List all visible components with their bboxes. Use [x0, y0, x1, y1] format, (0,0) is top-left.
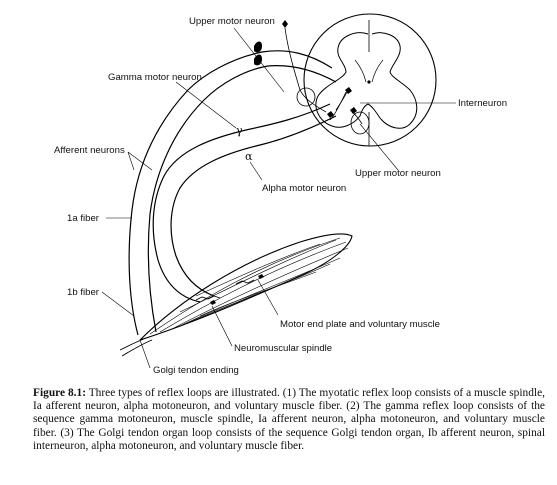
upper-motor-neuron-top	[282, 20, 327, 113]
label-afferent-neurons: Afferent neurons	[54, 145, 125, 156]
spinal-cord-cross-section	[296, 13, 437, 147]
label-upper-motor-neuron-right: Upper motor neuron	[355, 168, 441, 179]
figure-label: Figure 8.1:	[33, 387, 86, 399]
afferent-nerve-bundle	[128, 50, 337, 336]
label-motor-end-plate: Motor end plate and voluntary muscle	[280, 319, 440, 330]
voluntary-muscle	[119, 233, 353, 357]
svg-text:γ: γ	[236, 124, 243, 137]
efferent-nerve-bundle: γ α	[152, 103, 337, 303]
label-golgi-tendon-ending: Golgi tendon ending	[153, 365, 239, 376]
label-alpha-motor-neuron: Alpha motor neuron	[262, 183, 346, 194]
label-1a-fiber: 1a fiber	[67, 213, 100, 224]
figure-caption-text: Three types of reflex loops are illustra…	[33, 387, 545, 452]
dorsal-root-ganglion	[254, 41, 262, 66]
label-neuromuscular-spindle: Neuromuscular spindle	[234, 343, 332, 354]
label-gamma-motor-neuron: Gamma motor neuron	[108, 72, 202, 83]
svg-text:α: α	[245, 150, 253, 163]
label-upper-motor-neuron-top: Upper motor neuron	[189, 16, 275, 27]
figure-caption: Figure 8.1: Three types of reflex loops …	[33, 387, 545, 453]
label-1b-fiber: 1b fiber	[67, 287, 100, 298]
label-interneuron: Interneuron	[458, 98, 507, 109]
leader-lines	[101, 27, 456, 369]
